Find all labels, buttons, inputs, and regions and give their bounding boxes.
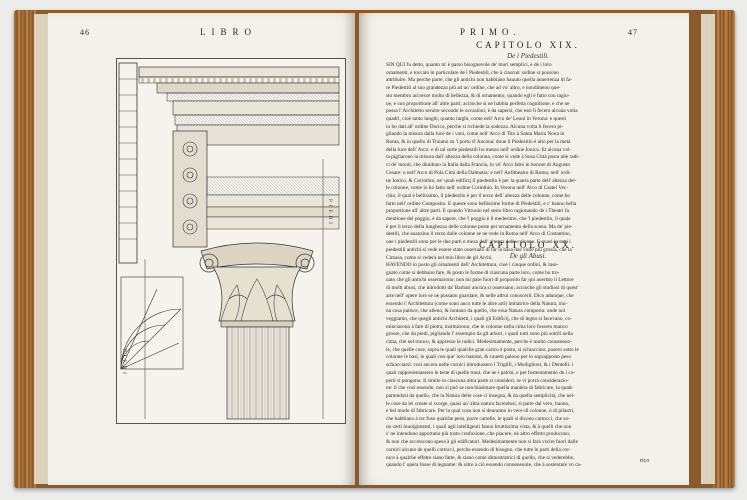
text-line: s' ne intendono apportano più tosto conf… xyxy=(386,431,571,438)
text-line: na cosa patisce, che alieno, & lontano d… xyxy=(386,308,566,315)
text-line: essendo l' Architettura (come sono anco … xyxy=(386,300,568,307)
text-line: di molti abusi, che introdotti da' Barba… xyxy=(386,285,579,292)
text-line: partendosi da quello, che la Natura dell… xyxy=(386,392,575,399)
text-line: cornici alcuno de quelli cartocci, perch… xyxy=(386,446,571,453)
text-line: quali rappresentassero le teste di quell… xyxy=(386,369,576,376)
left-running-head: LIBRO xyxy=(200,27,257,37)
text-line: sto membro accresce molto di bellezza, &… xyxy=(386,92,570,99)
text-line: ne Ionico, & Corinthio, ne' quali edific… xyxy=(386,177,577,184)
chapter-20-title: CAPITOLO XX. xyxy=(479,240,577,250)
text-line: quando l' opera fosse di legname: & oltr… xyxy=(386,462,582,469)
text-line: ne: il che così essendo, non si può se n… xyxy=(386,385,573,392)
scale-label-left: PIEDI xyxy=(121,349,126,377)
chapter-20-subtitle: De gli Abusi. xyxy=(509,252,547,260)
chapter-19-subtitle: De i Piedestili. xyxy=(507,52,549,60)
text-line: e bel modo di fabricare. Per la qual cos… xyxy=(386,408,575,415)
text-line: quadri, cioè tanto lunghi, quanto larghi… xyxy=(386,115,567,122)
text-line: uato che gli antichi osseruarono; non mi… xyxy=(386,277,574,284)
text-line: perti si pongono. Il simile in ciascuna … xyxy=(386,377,569,384)
catchword: rico xyxy=(640,458,650,464)
scale-label-right: PIEDI xyxy=(327,199,332,227)
text-line: SIN QUI fu detto, quanto m' è parso biso… xyxy=(386,62,552,68)
right-folio: 47 xyxy=(628,28,638,37)
text-line: ne, e con proportione all' altre parti; … xyxy=(386,100,570,107)
right-running-head: PRIMO. xyxy=(460,27,521,37)
text-line: possa l' Architetto seruire secondo le o… xyxy=(386,108,578,115)
text-line: Cimasa, come si vederà nel mio libro de … xyxy=(386,254,493,261)
page-edges-left xyxy=(34,14,48,484)
text-line: oue i piedestili sono per le due parti e… xyxy=(386,239,571,246)
text-line: mentione del poggio, è da sapere, che 'l… xyxy=(386,216,571,223)
text-line: le cose da lei create si scorge, quasi u… xyxy=(386,400,570,407)
text-line: Roma, & in quello di Traiano su 'l porto… xyxy=(386,139,571,146)
text-line: nice à qualche effetto siano fatte, & si… xyxy=(386,454,575,461)
architectural-plate: PIEDI PIEDI xyxy=(116,58,346,424)
text-line: ci de' monti, che diuidono la Italia dal… xyxy=(386,162,571,169)
text-line: & non che accrescono spesa à gli edifica… xyxy=(386,439,578,446)
text-line: minciarono à fare di pietra, instituiron… xyxy=(386,323,568,330)
text-line: grosse, che da piedi, pigliando l' essem… xyxy=(386,331,573,338)
page-edges-right xyxy=(701,14,715,484)
text-line: le colonne, come io ho fatto nell' ordin… xyxy=(386,185,568,192)
text-line: proportione all' altre parti. E quando V… xyxy=(386,208,569,215)
text-line: piedestili antichi si vede essere stato … xyxy=(386,246,572,253)
text-line: no certi inuolgimenti, i quali agli inte… xyxy=(386,423,572,430)
text-line: destili, che auanzino il terzo dalle col… xyxy=(386,231,571,238)
text-line: Cesare: e nell' Arco di Pola Città della… xyxy=(386,169,571,176)
text-line: arte nell' opere loro se ne possano guar… xyxy=(386,292,574,299)
text-line: gliando la misura dalla luce de i vani, … xyxy=(386,131,565,138)
text-line: che habbiano à tor fuso qualche peso, po… xyxy=(386,416,570,423)
text-line: re Piedestili al suo grandezza più ad un… xyxy=(386,85,561,92)
chapter-20-body: HAVENDO io posto gli ornamenti dell' Arc… xyxy=(386,262,670,470)
left-folio: 46 xyxy=(80,28,90,37)
text-line: ta pigliarono la misura dall' altezza de… xyxy=(386,154,580,161)
text-line: gnato come si debbano fare, & posto le f… xyxy=(386,269,560,276)
text-line: le, che quelle cose, sopra le quali qual… xyxy=(386,346,579,353)
chapter-19-body: SIN QUI fu detto, quanto m' è parso biso… xyxy=(386,62,670,262)
right-page xyxy=(359,13,689,485)
text-line: è per il terzo della lunghezza delle col… xyxy=(386,223,573,230)
corinthian-column-engraving xyxy=(118,62,340,420)
chapter-19-title: CAPITOLO XIX. xyxy=(476,40,580,50)
book-binding-left xyxy=(14,10,36,488)
text-line: della luce dell' Arco: e di tal sorte pi… xyxy=(386,146,572,153)
text-line: HAVENDO io posto gli ornamenti dell' Arc… xyxy=(386,262,559,268)
text-line: cima, che nel tronco, & appresso le radi… xyxy=(386,339,572,346)
text-line: attribuire. Ma perche parte, che gli ant… xyxy=(386,77,573,84)
text-line: ornamenti, e toccato in particolare de i… xyxy=(386,69,559,76)
text-line: veggiamo, che quegli antichi Architetti,… xyxy=(386,315,572,322)
text-line: fatto nell' ordine Composito. E queste s… xyxy=(386,200,577,207)
text-line: io ho dati all' ordine Dorico, perche si… xyxy=(386,123,564,130)
text-line: chio, il qual è bellissimo, il piedestil… xyxy=(386,192,571,199)
text-line: schiacciarsi: così ancora nelle cornici … xyxy=(386,362,574,369)
book-binding-right xyxy=(713,10,735,488)
text-line: colonne le basi, le quali con que' loro … xyxy=(386,354,571,361)
